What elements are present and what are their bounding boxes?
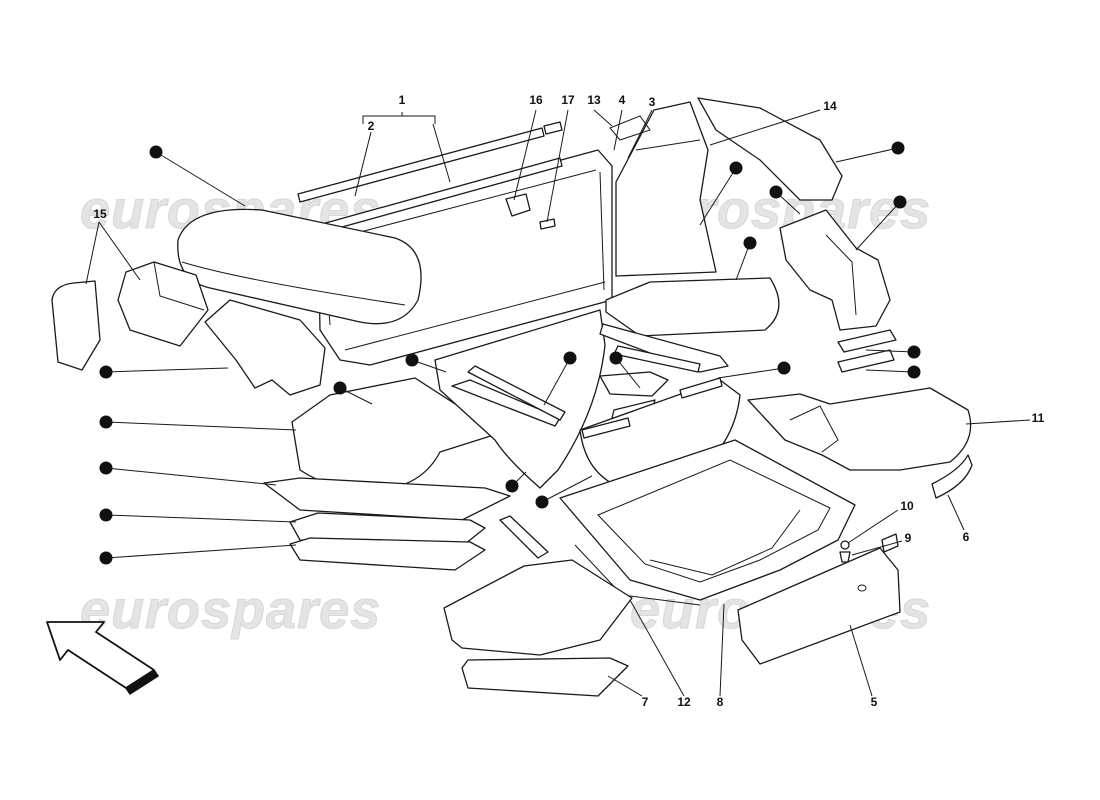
reference-dot xyxy=(535,495,549,509)
reference-dot xyxy=(405,353,419,367)
reference-dot xyxy=(99,415,113,429)
cover-15-right xyxy=(117,261,209,347)
callout-11: 11 xyxy=(1032,411,1045,425)
callout-10: 10 xyxy=(900,499,914,513)
reference-dot xyxy=(505,479,519,493)
callout-9: 9 xyxy=(905,531,912,545)
callout-3: 3 xyxy=(649,95,656,109)
reference-dot xyxy=(907,345,921,359)
cover-13 xyxy=(609,101,717,277)
reference-dot xyxy=(99,508,113,522)
reference-dot xyxy=(609,351,623,365)
callout-14: 14 xyxy=(823,99,837,113)
callout-12: 12 xyxy=(677,695,691,709)
reference-dot xyxy=(743,236,757,250)
side-trim-left xyxy=(204,299,326,396)
panel-12 xyxy=(443,515,633,656)
callout-numbers: 1 2 3 4 5 6 7 8 9 10 11 12 13 14 15 16 1… xyxy=(93,93,1044,709)
reference-dot xyxy=(333,381,347,395)
reference-dot xyxy=(729,161,743,175)
panel-5 xyxy=(737,533,901,665)
callout-6: 6 xyxy=(963,530,970,544)
callout-15: 15 xyxy=(93,207,107,221)
callout-4: 4 xyxy=(619,93,626,107)
callout-2: 2 xyxy=(368,119,375,133)
watermark-text: eurospares xyxy=(80,580,381,640)
tray-8 xyxy=(559,439,856,606)
callout-7: 7 xyxy=(642,695,649,709)
reference-dot xyxy=(769,185,783,199)
reference-dot xyxy=(907,365,921,379)
trim-strip-upper xyxy=(297,127,563,233)
reference-dot xyxy=(99,461,113,475)
panel-11 xyxy=(747,387,973,499)
reference-dot xyxy=(99,365,113,379)
reference-dot xyxy=(149,145,163,159)
direction-arrow-icon xyxy=(46,621,160,696)
cover-15-left xyxy=(51,280,101,371)
reference-dot xyxy=(893,195,907,209)
reference-dot xyxy=(563,351,577,365)
floor-panel-right xyxy=(599,277,780,373)
center-tunnel-trim xyxy=(434,309,669,489)
strip-7 xyxy=(461,657,629,697)
trim-panel-stack-left xyxy=(263,377,511,571)
callout-8: 8 xyxy=(717,695,724,709)
callout-17: 17 xyxy=(561,93,575,107)
callout-16: 16 xyxy=(529,93,543,107)
reference-dot xyxy=(99,551,113,565)
callout-13: 13 xyxy=(587,93,601,107)
reference-dot xyxy=(891,141,905,155)
reference-dots xyxy=(99,141,921,565)
cover-14 xyxy=(697,97,843,201)
side-panel-right xyxy=(779,209,897,373)
callout-1: 1 xyxy=(399,93,406,107)
leader-lines xyxy=(85,109,1031,697)
bracket-16 xyxy=(505,121,563,230)
reference-dot xyxy=(777,361,791,375)
callout-5: 5 xyxy=(871,695,878,709)
fastener-9-10 xyxy=(839,540,851,563)
